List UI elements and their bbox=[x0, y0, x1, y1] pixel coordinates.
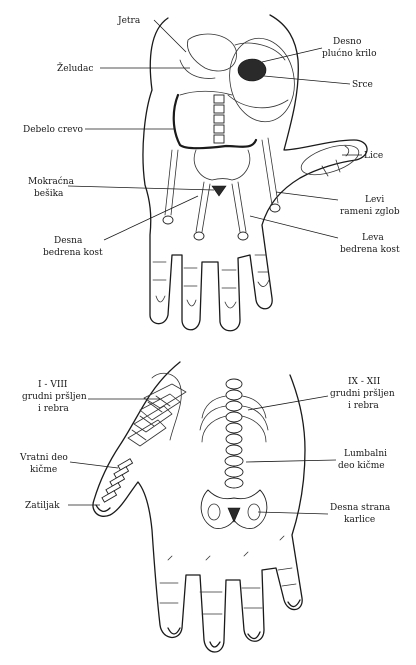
label-leva-bedrena-kost-2: bedrena kost bbox=[340, 245, 400, 255]
label-rebra-1-8-2: grudni pršljen bbox=[22, 391, 87, 402]
label-rebra-9-12-2: grudni pršljen bbox=[330, 388, 395, 399]
bottom-pelvis bbox=[201, 490, 267, 529]
label-levi-rameni-zglob-2: rameni zglob bbox=[340, 207, 400, 217]
label-rebra-1-8-3: i rebra bbox=[38, 404, 69, 414]
top-hand-illustration bbox=[143, 15, 367, 331]
label-jetra: Jetra bbox=[117, 16, 141, 26]
top-hand-labels: Jetra Želudac Debelo crevo Mokraćna beši… bbox=[23, 16, 400, 258]
label-rebra-9-12-1: IX - XII bbox=[348, 377, 381, 387]
label-desna-strana-karlice-2: karlice bbox=[344, 515, 375, 525]
label-rebra-9-12-3: i rebra bbox=[348, 401, 379, 411]
label-vratni-deo-kicme-1: Vratni deo bbox=[19, 453, 68, 463]
top-spine bbox=[214, 95, 224, 143]
label-lumbalni-deo-kicme-2: deo kičme bbox=[338, 460, 385, 471]
label-desna-bedrena-kost-2: bedrena kost bbox=[43, 248, 103, 258]
label-mokracna-besika-1: Mokraćna bbox=[28, 176, 75, 187]
label-rebra-1-8-1: I - VIII bbox=[38, 380, 68, 390]
label-lumbalni-deo-kicme-1: Lumbalni bbox=[344, 449, 387, 459]
heart-shape bbox=[238, 59, 266, 81]
bladder-shape bbox=[212, 186, 226, 196]
label-lice: Lice bbox=[364, 151, 383, 161]
label-desna-bedrena-kost-1: Desna bbox=[54, 236, 83, 246]
bottom-spine bbox=[225, 379, 243, 488]
label-zeludac: Želudac bbox=[57, 62, 93, 74]
label-levi-rameni-zglob-1: Levi bbox=[365, 195, 384, 205]
label-zatiljak: Zatiljak bbox=[25, 501, 60, 511]
label-vratni-deo-kicme-2: kičme bbox=[30, 464, 57, 475]
label-desno-plucno-krilo-1: Desno bbox=[333, 37, 361, 47]
label-srce: Srce bbox=[352, 80, 373, 90]
label-desno-plucno-krilo-2: plućno krilo bbox=[322, 48, 376, 59]
label-debelo-crevo: Debelo crevo bbox=[23, 125, 83, 135]
label-leva-bedrena-kost-1: Leva bbox=[362, 233, 384, 243]
label-desna-strana-karlice-1: Desna strana bbox=[330, 503, 391, 513]
label-mokracna-besika-2: bešika bbox=[34, 188, 64, 199]
